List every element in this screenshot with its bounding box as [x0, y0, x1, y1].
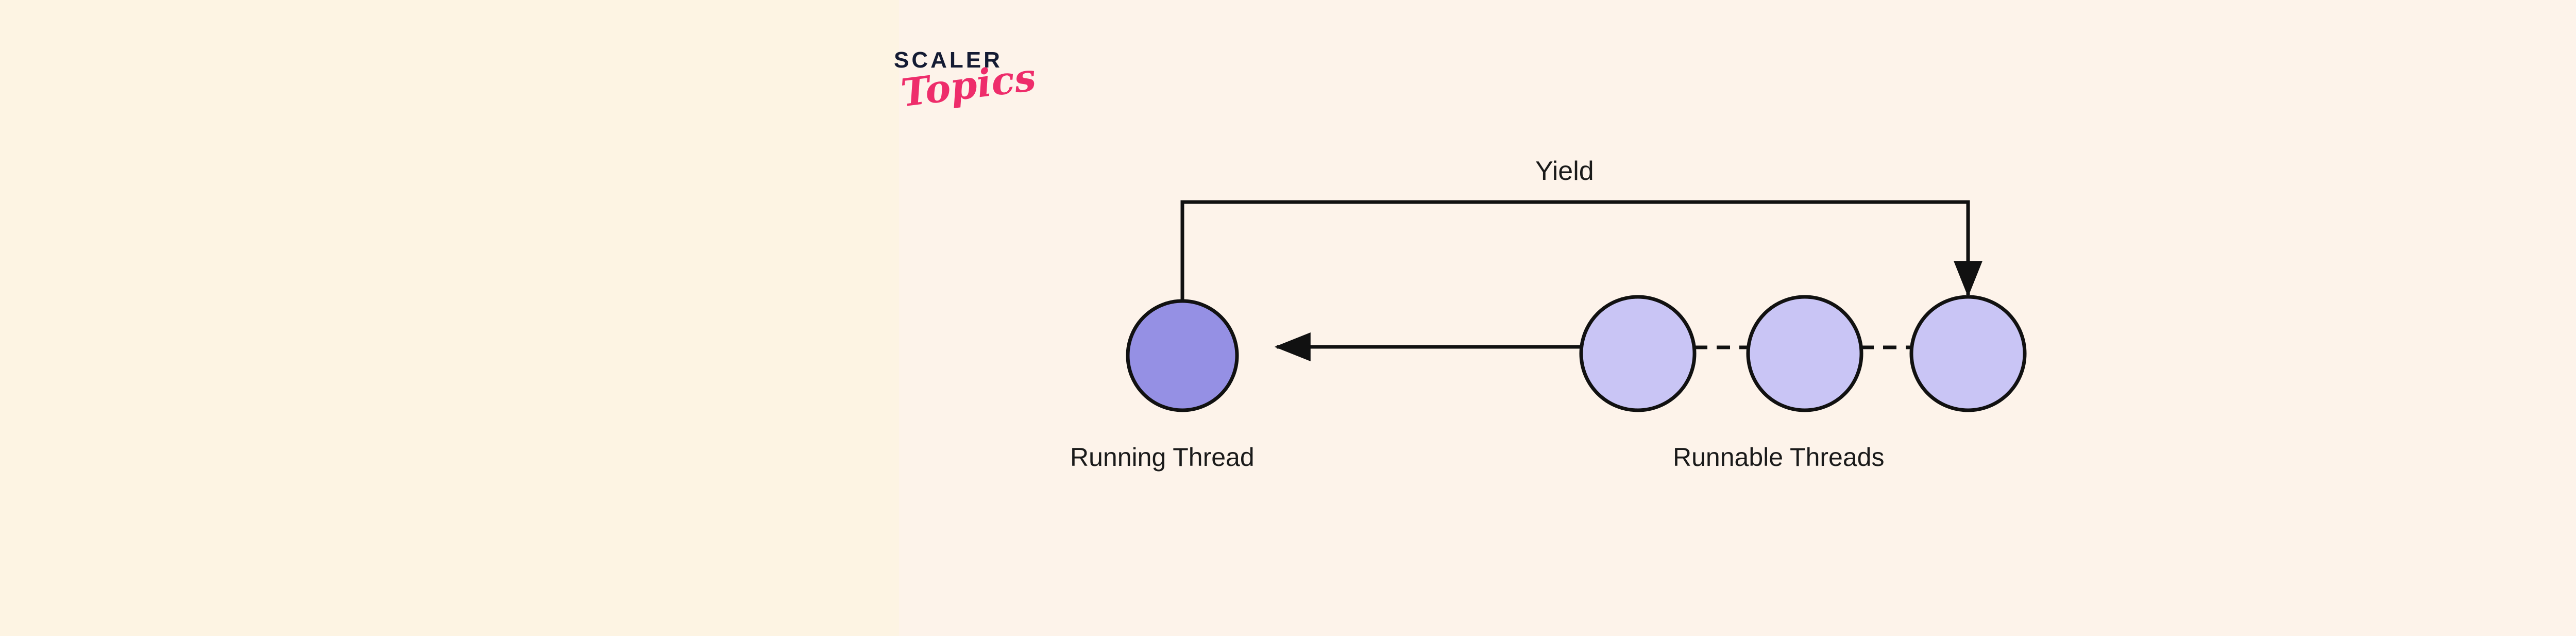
node-label-running-thread: Running Thread [1070, 443, 1255, 472]
edge-label-yield: Yield [1535, 156, 1594, 186]
background-band-left [0, 0, 899, 636]
node-running-thread[interactable] [1126, 299, 1239, 412]
node-runnable-thread-3[interactable] [1909, 295, 2027, 412]
node-label-runnable-threads: Runnable Threads [1673, 443, 1885, 472]
logo-wordmark-text: SCALER [894, 47, 1003, 73]
node-runnable-thread-1[interactable] [1579, 295, 1697, 412]
node-runnable-thread-2[interactable] [1746, 295, 1863, 412]
scaler-topics-logo: SCALER Topics [894, 49, 1048, 152]
edge-yield-path [1180, 200, 1982, 302]
